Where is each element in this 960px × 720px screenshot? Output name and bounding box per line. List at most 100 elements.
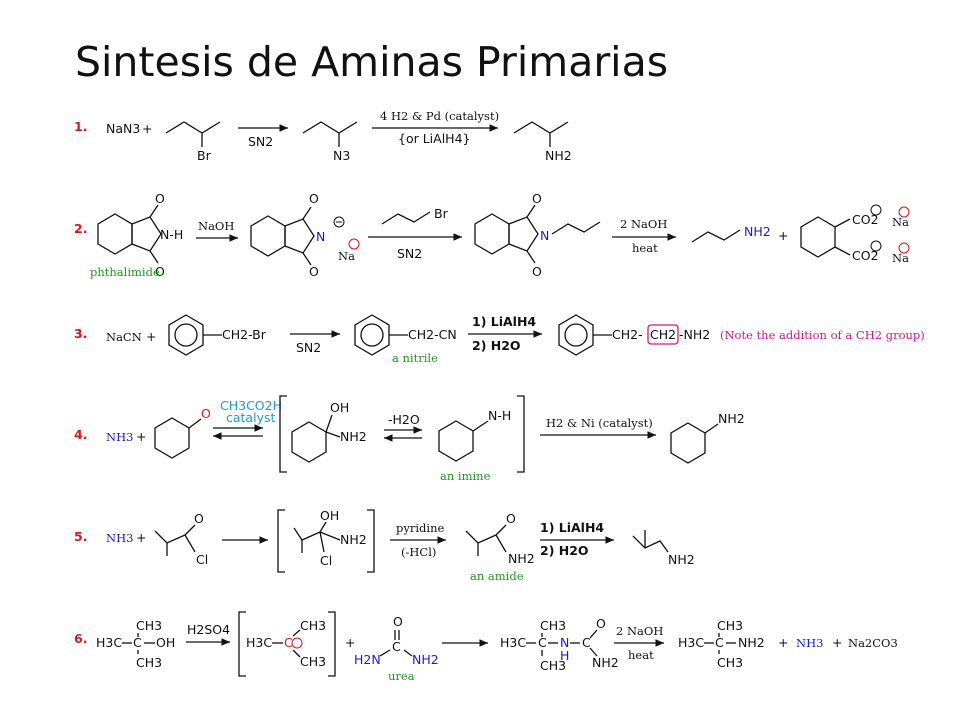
intermediate-skeleton [293, 527, 321, 541]
negative-charge-icon [870, 204, 882, 216]
atom-label: CH3 [300, 618, 326, 633]
arrow-label-above: 2 NaOH [620, 217, 667, 231]
plus-sign: + [146, 329, 156, 344]
reaction-2: 2. O O N-H phthalimide NaOH O O N Na [74, 191, 910, 279]
atom-label: H3C [246, 635, 272, 650]
atom-label: N-H [488, 408, 511, 423]
cyclohexane-ring [154, 417, 190, 459]
carbonyl-bond [526, 204, 536, 218]
atom-label: OH [320, 508, 339, 523]
oxygen-label: O [532, 191, 542, 206]
arrow-label: SN2 [248, 134, 273, 149]
atom-label: CO2 [852, 248, 879, 263]
arrow-label-below: 2) H2O [540, 543, 589, 558]
imide-ring [131, 216, 162, 252]
arrow-label-above: CH3CO2H [220, 398, 282, 413]
highlight-box [647, 324, 679, 345]
aromatic-circle [564, 323, 588, 347]
plus-sign: + [832, 635, 842, 650]
reaction-number: 6. [74, 631, 87, 646]
bond [292, 629, 301, 637]
bond [319, 531, 341, 541]
positive-charge-icon [291, 637, 303, 649]
reaction-3: 3. NaCN + CH2-Br SN2 CH2-CN a nitrile 1)… [74, 314, 925, 365]
atom-label: NH2 [738, 635, 765, 650]
atom-label: Br [434, 206, 449, 221]
bond [184, 534, 196, 553]
plus-sign: + [778, 228, 788, 243]
allylamine-skeleton [691, 229, 741, 243]
positive-charge-icon [348, 238, 360, 250]
atom-label: C [582, 635, 591, 650]
reaction-number: 2. [74, 221, 87, 236]
benzene-ring [168, 314, 204, 356]
arrow-label-above: 1) LiAlH4 [472, 314, 536, 329]
atom-label: N [316, 229, 325, 244]
bond [319, 531, 325, 553]
atom-label: H [560, 648, 569, 663]
aromatic-circle [360, 323, 384, 347]
atom-label: N3 [333, 148, 350, 163]
atom-label: CH2 [650, 327, 676, 342]
carbonyl-bond [526, 250, 536, 264]
atom-label: CH2-CN [408, 327, 457, 342]
compound-label: an imine [440, 469, 491, 483]
bond [589, 647, 598, 657]
arrow-label-below: heat [628, 648, 654, 662]
bond [704, 423, 719, 434]
negative-charge-icon [870, 240, 882, 252]
oxygen-label: O [155, 191, 165, 206]
reaction-number: 1. [74, 119, 87, 134]
arrow-label-below: SN2 [397, 246, 422, 261]
oxygen-label: O [309, 264, 319, 279]
arrow-label: NaOH [198, 219, 234, 233]
imide-ring [284, 218, 315, 254]
benzene-ring [558, 314, 594, 356]
atom-label: O [201, 406, 211, 421]
bond [495, 534, 507, 553]
amine-skeleton [632, 535, 669, 553]
atom-label: CH3 [717, 655, 743, 670]
atom-label: NH2 [340, 429, 367, 444]
atom-label: O [506, 511, 516, 526]
atom-label: O [194, 511, 204, 526]
amine-skeleton [513, 121, 569, 134]
reaction-number: 4. [74, 427, 87, 442]
arrow-label-above: 2 NaOH [616, 624, 663, 638]
compound-label: phthalimide [90, 265, 160, 279]
bond [834, 246, 851, 256]
atom-label: C [538, 635, 547, 650]
bracket-left [238, 611, 246, 677]
plus-sign: + [136, 530, 146, 545]
atom-label: CH3 [540, 658, 566, 673]
atom-label: C [133, 635, 142, 650]
reaction-number: 5. [74, 529, 87, 544]
note-text: (Note the addition of a CH2 group) [720, 328, 925, 342]
atom-label: CH3 [136, 655, 162, 670]
oxygen-label: O [155, 264, 165, 279]
imide-ring [508, 216, 539, 252]
atom-label: CH3 [540, 618, 566, 633]
atom-label: NH2 [412, 652, 439, 667]
arrow-label-above: 1) LiAlH4 [540, 520, 604, 535]
atom-label: OH [330, 400, 349, 415]
atom-label: OH [156, 635, 175, 650]
atom-label: H3C [96, 635, 122, 650]
reagent-label: NaCN [106, 330, 142, 344]
bracket-left [279, 395, 287, 473]
carbonyl-bond [184, 524, 196, 536]
carbonyl-bond [149, 204, 159, 218]
bracket-right [367, 509, 375, 573]
benzene-ring [800, 216, 836, 258]
oxygen-label: O [532, 264, 542, 279]
isobutyryl-skeleton [154, 530, 186, 544]
reaction-1: 1. NaN3 + Br SN2 N3 4 H2 & Pd (catalyst)… [74, 109, 572, 163]
arrow-label-below: 2) H2O [472, 338, 521, 353]
atom-label: N [560, 635, 569, 650]
carbonyl-bond [495, 524, 507, 536]
reaction-4: 4. NH3 + O CH3CO2H catalyst OH NH2 -H2O … [74, 395, 745, 483]
atom-label: CH3 [136, 618, 162, 633]
reaction-6: 6. CH3 H3C C OH CH3 H2SO4 H3C C CH3 CH3 … [74, 611, 898, 683]
amide-skeleton [465, 530, 497, 544]
